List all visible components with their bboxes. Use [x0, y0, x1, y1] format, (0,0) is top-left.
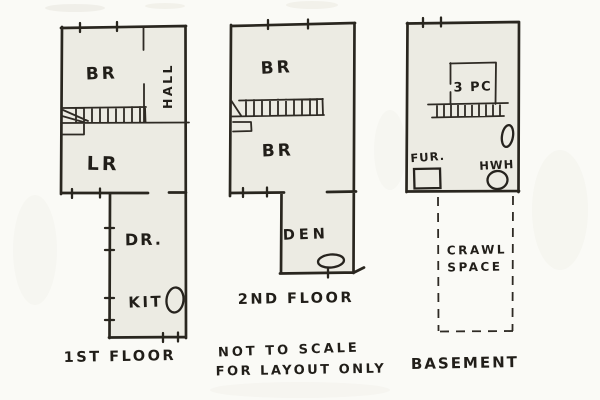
den-fixture-oval: [316, 253, 346, 269]
second-floor-window-ticks: [241, 18, 330, 279]
basement-fixture-oval: [500, 123, 515, 149]
first-floor-walls: [59, 24, 188, 340]
water-heater-label: HWH: [479, 157, 515, 173]
first-floor-hall-partition: [142, 27, 145, 123]
basement-caption: BASEMENT: [411, 353, 519, 373]
first-floor-interior: [62, 27, 185, 337]
second-floor-stairs: [230, 98, 325, 133]
first-floor-stairs: [60, 106, 190, 136]
scale-note: NOT TO SCALE FOR LAYOUT ONLY: [216, 341, 387, 380]
furnace-box: [412, 167, 442, 190]
second-floor-plan: BR BR DEN 2ND FLOOR: [228, 18, 366, 308]
second-floor-bedroom-front-label: BR: [260, 57, 293, 79]
first-floor-window-ticks: [70, 20, 180, 344]
first-floor-living-room-label: LR: [87, 153, 120, 176]
basement-bathroom-walls: [449, 61, 497, 105]
crawl-space-label-line2: SPACE: [447, 260, 502, 275]
basement-walls: [405, 20, 521, 194]
basement-interior: [407, 23, 518, 191]
first-floor-dining-room-label: DR.: [125, 230, 163, 250]
second-floor-den-label: DEN: [283, 226, 330, 244]
basement-window-ticks: [421, 16, 443, 29]
first-floor-plan: BR HALL LR DR. KIT 1ST FLOOR: [59, 20, 190, 366]
scale-note-line2: FOR LAYOUT ONLY: [216, 362, 387, 380]
basement-plan: 3 PC FUR. HWH CRAWL SPACE BASEMENT: [405, 16, 521, 373]
scale-note-line1: NOT TO SCALE: [218, 341, 360, 361]
first-floor-bedroom-label: BR: [85, 63, 118, 84]
kitchen-fixture-oval: [165, 286, 185, 314]
first-floor-kitchen-label: KIT: [128, 292, 164, 311]
second-floor-caption: 2ND FLOOR: [238, 290, 355, 308]
second-floor-interior: [231, 25, 354, 273]
water-heater-circle: [486, 169, 509, 191]
second-floor-bedroom-rear-label: BR: [261, 140, 294, 161]
basement-stairs: [427, 102, 509, 119]
paper-texture: [13, 1, 588, 398]
crawl-space-dashed-outline: [437, 195, 515, 333]
basement-bathroom-label: 3 PC: [453, 79, 492, 95]
first-floor-hall-label: HALL: [160, 63, 175, 109]
second-floor-walls: [228, 21, 366, 275]
first-floor-caption: 1ST FLOOR: [64, 348, 177, 366]
crawl-space-label-line1: CRAWL: [447, 242, 507, 257]
furnace-label: FUR.: [410, 149, 446, 165]
